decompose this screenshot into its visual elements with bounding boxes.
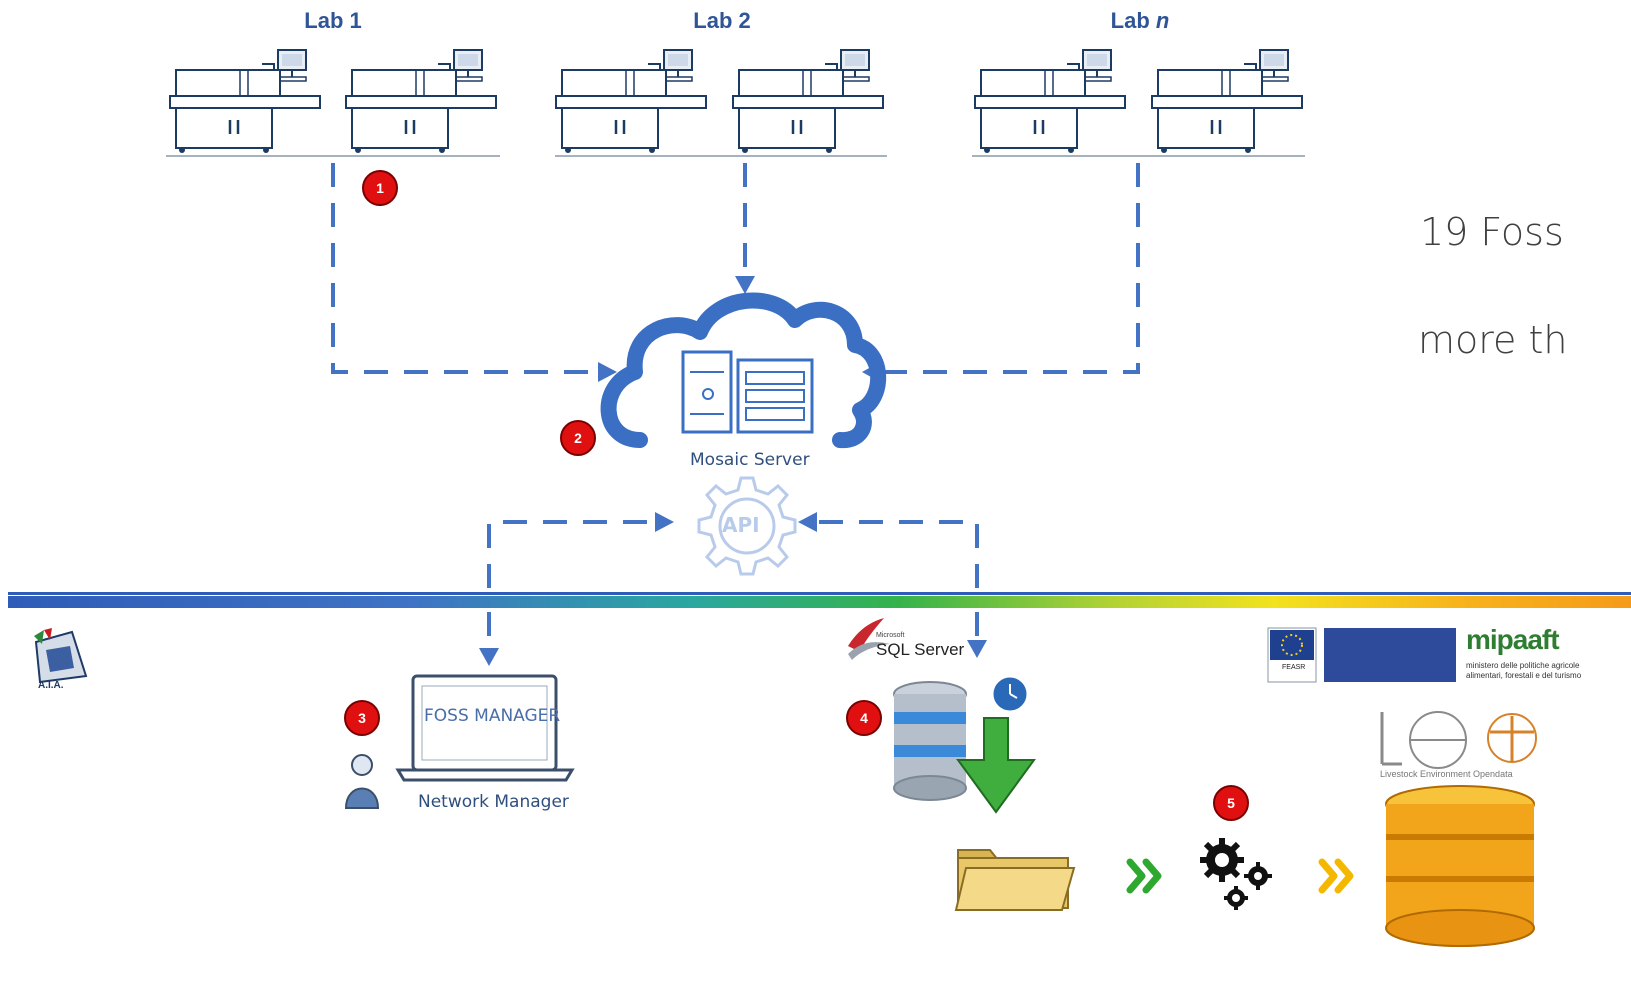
mosaic-server-label: Mosaic Server [690, 450, 810, 470]
step-badge-3: 3 [344, 700, 380, 736]
side-text-line2: more th [1418, 318, 1568, 362]
api-gear-icon [697, 476, 797, 576]
gears-icon [1200, 838, 1272, 910]
side-text-line1: 19 Foss [1420, 210, 1564, 254]
lab-n-title: Lab n [1110, 8, 1170, 33]
lab-1-title: Lab 1 [304, 8, 362, 33]
leo-logo [1380, 711, 1537, 769]
feasr-text: FEASR [1282, 664, 1306, 671]
aia-logo [34, 628, 88, 684]
eu-flag-logo [1267, 627, 1317, 683]
laptop-icon [395, 674, 575, 782]
mipaaft-sub1: ministero delle politiche agricole [1466, 661, 1580, 670]
orange-chevron-icon [1318, 858, 1354, 894]
gradient-divider [8, 592, 1631, 608]
aia-text: A.I.A. [38, 680, 64, 691]
step-badge-1: 1 [362, 170, 398, 206]
database-download-icon [893, 674, 1036, 814]
sql-brand-small: Microsoft [876, 632, 905, 639]
api-label: API [722, 513, 760, 537]
mipaaft-logo-text: mipaaft [1466, 624, 1560, 655]
leo-caption: Livestock Environment Opendata [1380, 769, 1513, 779]
sql-server-logo [848, 618, 890, 660]
cloud-server-icon [600, 292, 887, 449]
green-chevron-icon [1126, 858, 1162, 894]
foss-manager-screen-label: FOSS MANAGER [424, 706, 561, 726]
golden-database-icon [1385, 785, 1535, 947]
step-badge-5: 5 [1213, 785, 1249, 821]
step-badge-2: 2 [560, 420, 596, 456]
feasr-info-box [1324, 628, 1456, 682]
sql-brand: SQL Server [876, 640, 965, 659]
folder-icon [954, 849, 1076, 911]
step-badge-4: 4 [846, 700, 882, 736]
user-icon [344, 754, 380, 809]
network-manager-caption: Network Manager [418, 792, 569, 812]
lab-2-title: Lab 2 [693, 8, 751, 33]
mipaaft-sub2: alimentari, forestali e del turismo [1466, 671, 1582, 680]
